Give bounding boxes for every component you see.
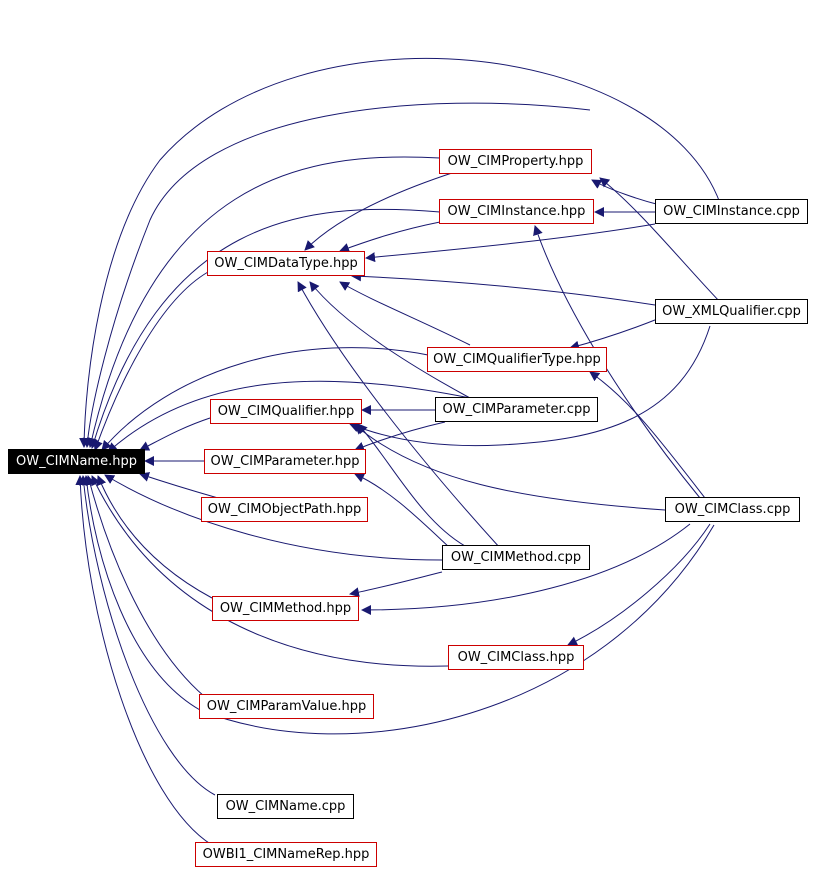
- edge-xmlqualifier-to-property: [599, 177, 721, 303]
- edge-classcpp-to-name: [81, 475, 715, 735]
- edge-datatype-to-name: [93, 271, 209, 451]
- edge-qualifiertype-to-datatype: [339, 281, 471, 346]
- node-cimparameter-cpp[interactable]: OW_CIMParameter.cpp: [435, 397, 598, 422]
- node-xmlqualifier-cpp[interactable]: OW_XMLQualifier.cpp: [655, 299, 808, 324]
- node-cimqualifier-hpp[interactable]: OW_CIMQualifier.hpp: [210, 399, 362, 424]
- edge-instance-to-datatype: [339, 221, 441, 253]
- edge-methodcpp-to-datatype: [297, 281, 501, 549]
- node-cimmethod-cpp[interactable]: OW_CIMMethod.cpp: [442, 545, 590, 570]
- node-cimqualifiertype-hpp[interactable]: OW_CIMQualifierType.hpp: [427, 347, 607, 372]
- edge-xmlqualifier-to-name: [82, 102, 591, 448]
- edge-classcpp-to-classhpp: [567, 523, 711, 646]
- edge-classcpp-to-qualifiertype: [589, 371, 706, 499]
- edge-xmlqualifier-to-qualifier: [349, 325, 711, 447]
- edge-property-to-name: [87, 156, 441, 448]
- edge-methodcpp-to-name: [104, 474, 443, 561]
- node-cimparameter-hpp[interactable]: OW_CIMParameter.hpp: [204, 449, 366, 474]
- edge-parametercpp-to-name: [107, 380, 471, 453]
- node-cimname-cpp[interactable]: OW_CIMName.cpp: [217, 794, 354, 819]
- node-cimparamvalue-hpp[interactable]: OW_CIMParamValue.hpp: [199, 694, 374, 719]
- node-cimdatatype-hpp[interactable]: OW_CIMDataType.hpp: [207, 251, 365, 276]
- edge-ciminstancecpp-to-datatype: [365, 223, 656, 263]
- node-owbi1-cimnamerep-hpp[interactable]: OWBI1_CIMNameRep.hpp: [195, 842, 377, 867]
- edge-paramvalue-to-name: [85, 475, 206, 698]
- node-ciminstance-cpp[interactable]: OW_CIMInstance.cpp: [655, 199, 808, 224]
- edge-qualifier-to-name: [139, 417, 211, 451]
- edge-parametercpp-to-datatype: [309, 281, 471, 399]
- edge-ciminstancecpp-to-name: [79, 57, 721, 448]
- edge-methodcpp-to-methodhpp: [349, 571, 443, 598]
- edge-instance-to-name: [89, 208, 441, 449]
- edge-ciminstancecpp-to-property: [591, 179, 661, 206]
- edge-methodhpp-to-name: [96, 475, 213, 599]
- edge-objectpath-to-name: [139, 472, 219, 499]
- edge-property-to-datatype: [304, 171, 456, 251]
- node-cimname-hpp: OW_CIMName.hpp: [8, 449, 145, 474]
- edge-qualifiertype-to-name: [101, 347, 429, 451]
- node-cimclass-hpp[interactable]: OW_CIMClass.hpp: [448, 645, 584, 670]
- edge-xmlqualifier-to-datatype: [351, 271, 656, 306]
- edge-namerep-to-name: [75, 475, 213, 846]
- edge-methodcpp-to-qualifier: [357, 423, 466, 547]
- node-cimmethod-hpp[interactable]: OW_CIMMethod.hpp: [212, 596, 359, 621]
- node-ciminstance-hpp[interactable]: OW_CIMInstance.hpp: [439, 199, 594, 224]
- edge-classcpp-to-methodhpp: [361, 523, 691, 615]
- edge-methodcpp-to-parameterhpp: [354, 473, 451, 549]
- node-cimclass-cpp[interactable]: OW_CIMClass.cpp: [665, 497, 800, 522]
- edge-classhpp-to-name: [91, 475, 449, 667]
- node-cimobjectpath-hpp[interactable]: OW_CIMObjectPath.hpp: [201, 497, 368, 522]
- edge-classcpp-to-qualifier: [354, 424, 666, 511]
- edge-parametercpp-to-parameterhpp: [354, 421, 446, 452]
- edge-namecpp-to-name: [78, 475, 216, 796]
- edge-xmlqualifier-to-qualifiertype: [569, 317, 661, 351]
- node-cimproperty-hpp[interactable]: OW_CIMProperty.hpp: [439, 149, 592, 174]
